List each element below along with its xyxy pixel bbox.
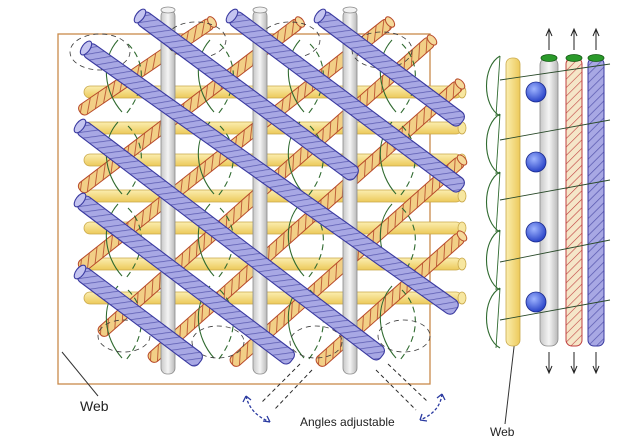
vertical-rod-top: [160, 6, 176, 14]
side-red-rod: [565, 57, 583, 347]
stitch-thread: [379, 39, 397, 113]
blue-diagonal-rod: [73, 118, 385, 361]
side-ball: [525, 291, 547, 313]
web-right-label: Web: [490, 425, 515, 439]
side-lacing: [485, 229, 501, 291]
blue-rod-end: [133, 8, 147, 24]
side-ball: [525, 81, 547, 103]
rod-cap: [587, 54, 605, 62]
side-lacing: [485, 171, 501, 233]
stitch-thread: [105, 39, 123, 113]
side-thread: [499, 119, 611, 141]
stitch-loop-dashed: [289, 325, 343, 359]
vertical-rod-top: [342, 6, 358, 14]
horizontal-rod-end: [457, 291, 467, 305]
side-ball: [525, 151, 547, 173]
hatched-rod: [77, 16, 306, 194]
rod-cap: [565, 54, 583, 62]
up-arrow-head: [570, 27, 578, 37]
up-arrow-head: [592, 27, 600, 37]
side-lacing: [485, 287, 501, 349]
angles-adjustable-label: Angles adjustable: [300, 415, 395, 429]
stitch-thread: [105, 203, 123, 277]
down-arrow-head: [592, 365, 600, 375]
side-thread: [499, 179, 611, 201]
side-lacing-line: [495, 55, 501, 117]
side-lacing: [485, 113, 501, 175]
hatched-rod-end: [454, 78, 466, 90]
down-arrow-head: [545, 365, 553, 375]
blue-diagonal-rod: [225, 8, 465, 193]
down-arrow-head: [570, 365, 578, 375]
side-lacing-line: [495, 287, 501, 349]
side-ball: [525, 221, 547, 243]
blue-diagonal-rod: [73, 264, 203, 367]
stitch-thread: [287, 39, 305, 113]
side-thread: [499, 299, 611, 321]
hatched-rod-end: [426, 34, 438, 46]
stitch-thread: [197, 203, 215, 277]
stitch-loop-dashed: [69, 33, 131, 71]
blue-rod-end: [73, 118, 87, 134]
stitch-loop-dashed: [191, 325, 245, 359]
angle-adjust-marks: [261, 363, 429, 411]
side-lacing-line: [495, 171, 501, 233]
blue-rod-end: [73, 264, 87, 280]
stitch-thread: [197, 39, 215, 113]
hatched-rod-end: [294, 16, 306, 28]
web-leader-line: [61, 351, 99, 397]
vertical-rod: [252, 9, 268, 375]
side-thread: [499, 63, 611, 81]
web-label: Web: [80, 398, 109, 414]
hatched-rod-end: [456, 230, 468, 242]
blue-diagonal-rod: [133, 8, 359, 181]
hatched-rod: [147, 78, 466, 363]
vertical-rod-top: [252, 6, 268, 14]
up-arrow-head: [545, 27, 553, 37]
blue-rod-end: [73, 192, 87, 208]
side-view: [485, 27, 611, 375]
side-lacing-line: [495, 229, 501, 291]
rod-cap: [540, 54, 558, 62]
stitch-loop-dashed: [97, 319, 151, 353]
stitch-thread: [379, 285, 397, 359]
rotate-arrows-icon: [242, 393, 446, 423]
stitch-loop-dashed: [377, 319, 431, 353]
blue-diagonal-rod: [73, 192, 295, 365]
horizontal-rod: [83, 189, 463, 203]
stitch-thread: [105, 121, 123, 195]
blue-rod-end: [225, 8, 239, 24]
blue-rod-end: [313, 8, 327, 24]
side-lacing-line: [495, 113, 501, 175]
side-thread: [499, 239, 611, 263]
hatched-rod-end: [384, 16, 396, 28]
blue-diagonal-rod: [79, 40, 459, 315]
hatched-rod-end: [456, 154, 468, 166]
blue-diagonal-rod: [313, 8, 465, 127]
blue-diagonal-rods: [73, 8, 465, 367]
side-yellow-rod: [505, 57, 521, 347]
blue-rod-end: [79, 40, 93, 56]
horizontal-rod-end: [457, 257, 467, 271]
horizontal-rod-end: [457, 189, 467, 203]
stitch-thread: [287, 203, 305, 277]
side-lacing: [485, 55, 501, 117]
